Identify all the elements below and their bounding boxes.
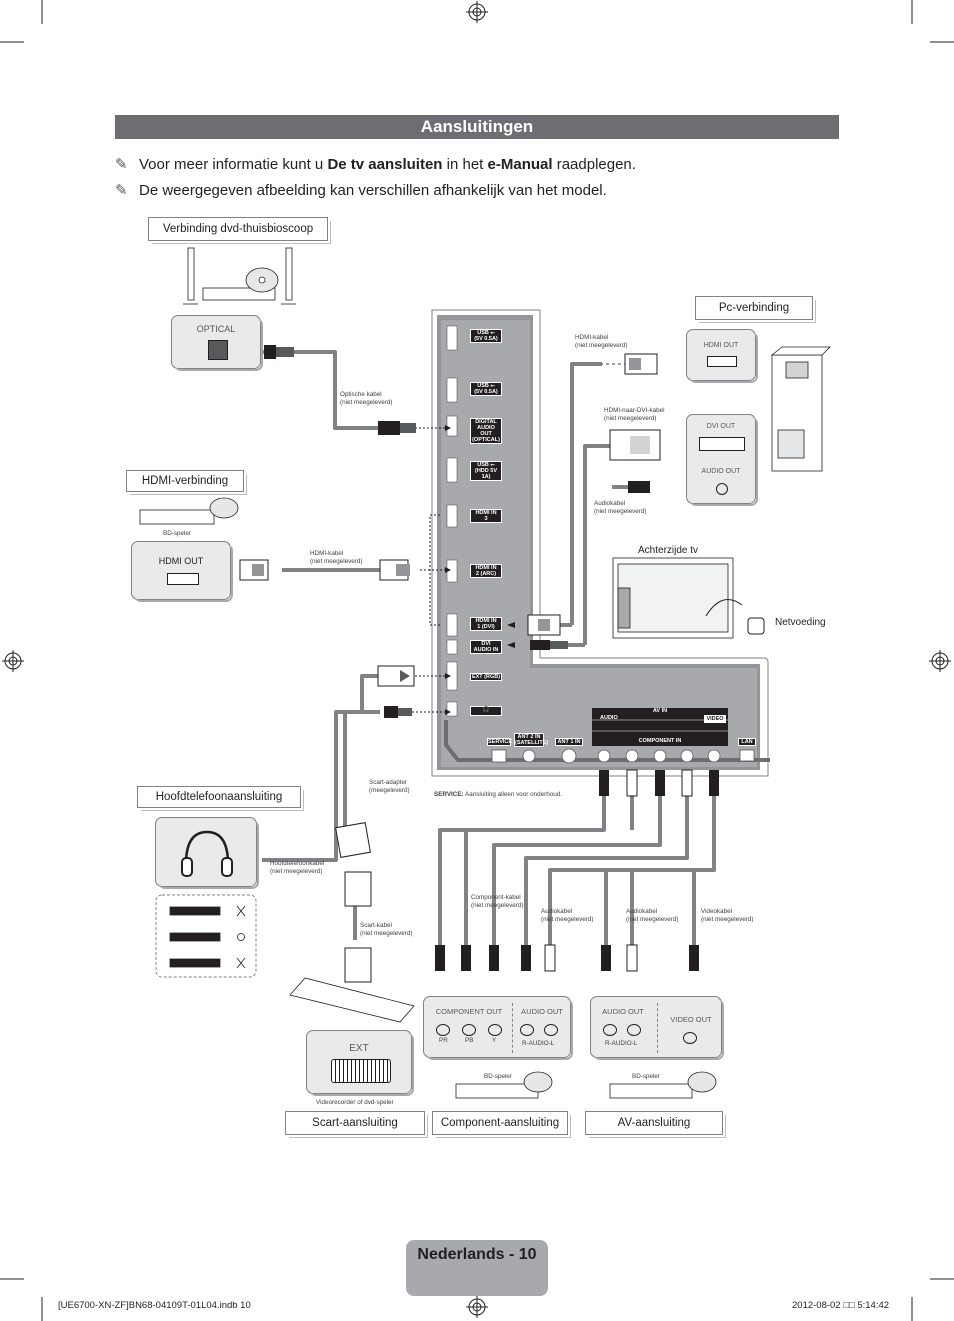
pc-tower-illustration (770, 346, 831, 472)
panel-component-out: COMPONENT OUT AUDIO OUT PR PB Y R-AUDIO-… (423, 996, 573, 1060)
panel-hdmi-out: HDMI OUT (131, 541, 233, 602)
video-jack-icon (683, 1032, 697, 1044)
home-theater-illustration (183, 247, 296, 305)
pencil-icon: ✎ (115, 182, 128, 199)
audio-jack-icon (716, 483, 728, 495)
service-note: SERVICE: Aansluiting alleen voor onderho… (434, 791, 563, 798)
plugs (239, 345, 661, 983)
cable-label-scart: Scart-kabel(niet meegeleverd) (360, 922, 413, 937)
vcr-illustration (289, 977, 415, 1023)
y-jack-icon (488, 1024, 502, 1036)
panel-headphones (155, 817, 259, 889)
tv-port-av-in: AV IN (652, 708, 668, 714)
registration-mark-bottom (466, 1296, 488, 1318)
registration-mark-top (466, 1, 488, 23)
hdmi-port-icon (707, 356, 737, 367)
cable-label-hdmi-pc: HDMI-kabel(niet meegeleverd) (575, 334, 628, 349)
tv-port-usb1: USB ⭠(5V 0.5A) (470, 329, 502, 343)
device-label-bd-comp: BD-speler (484, 1073, 512, 1080)
cable-label-audio-av: Audiokabel(niet meegeleverd) (626, 908, 679, 923)
tv-port-ant2: ANT 2 IN(SATELLITE) (514, 733, 549, 747)
registration-mark-left (2, 650, 24, 672)
bd-player-av-illustration (609, 1071, 717, 1099)
footer-timestamp: 2012-08-02 □□ 5:14:42 (792, 1300, 890, 1311)
footer-filename: [UE6700-XN-ZF]BN68-04109T-01L04.indb 10 (58, 1300, 251, 1311)
panel-optical: OPTICAL (171, 315, 263, 371)
label-pc-connection: Pc-verbinding (695, 296, 816, 323)
panel-pc-dvi-audio: DVI OUT AUDIO OUT (686, 414, 758, 506)
device-label-vcr: Videorecorder of dvd-speler (316, 1099, 394, 1106)
tv-port-lan: LAN (738, 738, 756, 746)
headphones-icon (181, 830, 233, 877)
cable-label-hdmi: HDMI-kabel(niet meegeleverd) (310, 550, 363, 565)
tv-port-usb2: USB ⭠(5V 0.5A) (470, 382, 502, 396)
cable-label-component: Component-kabel(niet meegeleverd) (471, 894, 524, 909)
cable-label-headphone: Hoofdtelefoonkabel(niet meegeleverd) (270, 860, 325, 875)
cable-label-audio-comp: Audiokabel(niet meegeleverd) (541, 908, 594, 923)
tv-port-ant1: ANT 1 IN (555, 738, 583, 746)
cable-label-scart-adapter: Scart-adapter(meegeleverd) (369, 779, 410, 794)
audio-l-jack-icon (627, 1024, 641, 1036)
rca-plugs (435, 769, 719, 972)
label-component-connection: Component-aansluiting (432, 1111, 571, 1138)
label-scart-connection: Scart-aansluiting (285, 1111, 428, 1138)
power-plug-icon (705, 599, 765, 635)
label-headphone-connection: Hoofdtelefoonaansluiting (137, 786, 304, 811)
device-label-bd-av: BD-speler (632, 1073, 660, 1080)
bd-player-hdmi-illustration (139, 497, 239, 525)
device-label-bd-hdmi: BD-speler (163, 530, 191, 537)
pb-jack-icon (462, 1024, 476, 1036)
panel-ext: EXT (306, 1030, 414, 1096)
panel-pc-hdmi-out: HDMI OUT (686, 329, 758, 383)
tv-port-service: SERVICE (487, 738, 513, 746)
hdmi-port-icon (167, 573, 199, 585)
bd-player-comp-illustration (455, 1071, 553, 1099)
registration-mark-right (929, 650, 951, 672)
audio-l-jack-icon (544, 1024, 558, 1036)
device-label-power: Netvoeding (775, 617, 826, 628)
cable-label-video: Videokabel(niet meegeleverd) (701, 908, 754, 923)
tv-port-audio: AUDIO (600, 715, 618, 721)
headphone-plug-types (155, 894, 257, 978)
cable-label-hdmi-dvi: HDMI-naar-DVI-kabel(niet meegeleverd) (604, 407, 665, 422)
tv-port-ext-rgb: EXT (RGB) (470, 673, 502, 681)
tv-port-headphone: 🎧 (470, 706, 502, 716)
headphone-jack-plugs (169, 905, 246, 969)
note-model: ✎De weergegeven afbeelding kan verschill… (115, 182, 607, 199)
tv-back-illustration (612, 557, 734, 639)
device-label-tv-back: Achterzijde tv (638, 545, 699, 556)
dvi-port-icon (699, 437, 745, 451)
label-dvd-home-theater: Verbinding dvd-thuisbioscoop (148, 217, 331, 244)
page-number-tab: Nederlands - 10 (406, 1240, 548, 1296)
scart-port-icon (331, 1059, 391, 1083)
audio-r-jack-icon (520, 1024, 534, 1036)
tv-port-usb3: USB ⭠(HDD 5V 1A) (470, 461, 502, 481)
page-title: Aansluitingen (115, 115, 839, 139)
audio-r-jack-icon (603, 1024, 617, 1036)
tv-back-panel (431, 309, 770, 777)
label-av-connection: AV-aansluiting (585, 1111, 726, 1138)
cable-label-optical: Optische kabel(niet meegeleverd) (340, 391, 393, 406)
optical-port-icon (208, 340, 228, 360)
pr-jack-icon (436, 1024, 450, 1036)
tv-port-video: VIDEO (704, 715, 726, 723)
panel-av-out: AUDIO OUT VIDEO OUT R-AUDIO-L (590, 996, 724, 1060)
cable-label-audio-pc: Audiokabel(niet meegeleverd) (594, 500, 647, 515)
tv-port-component-in: COMPONENT IN (638, 738, 682, 744)
pencil-icon: ✎ (115, 156, 128, 173)
label-hdmi-connection: HDMI-verbinding (126, 470, 247, 495)
note-emanual: ✎Voor meer informatie kunt u De tv aansl… (115, 156, 636, 173)
